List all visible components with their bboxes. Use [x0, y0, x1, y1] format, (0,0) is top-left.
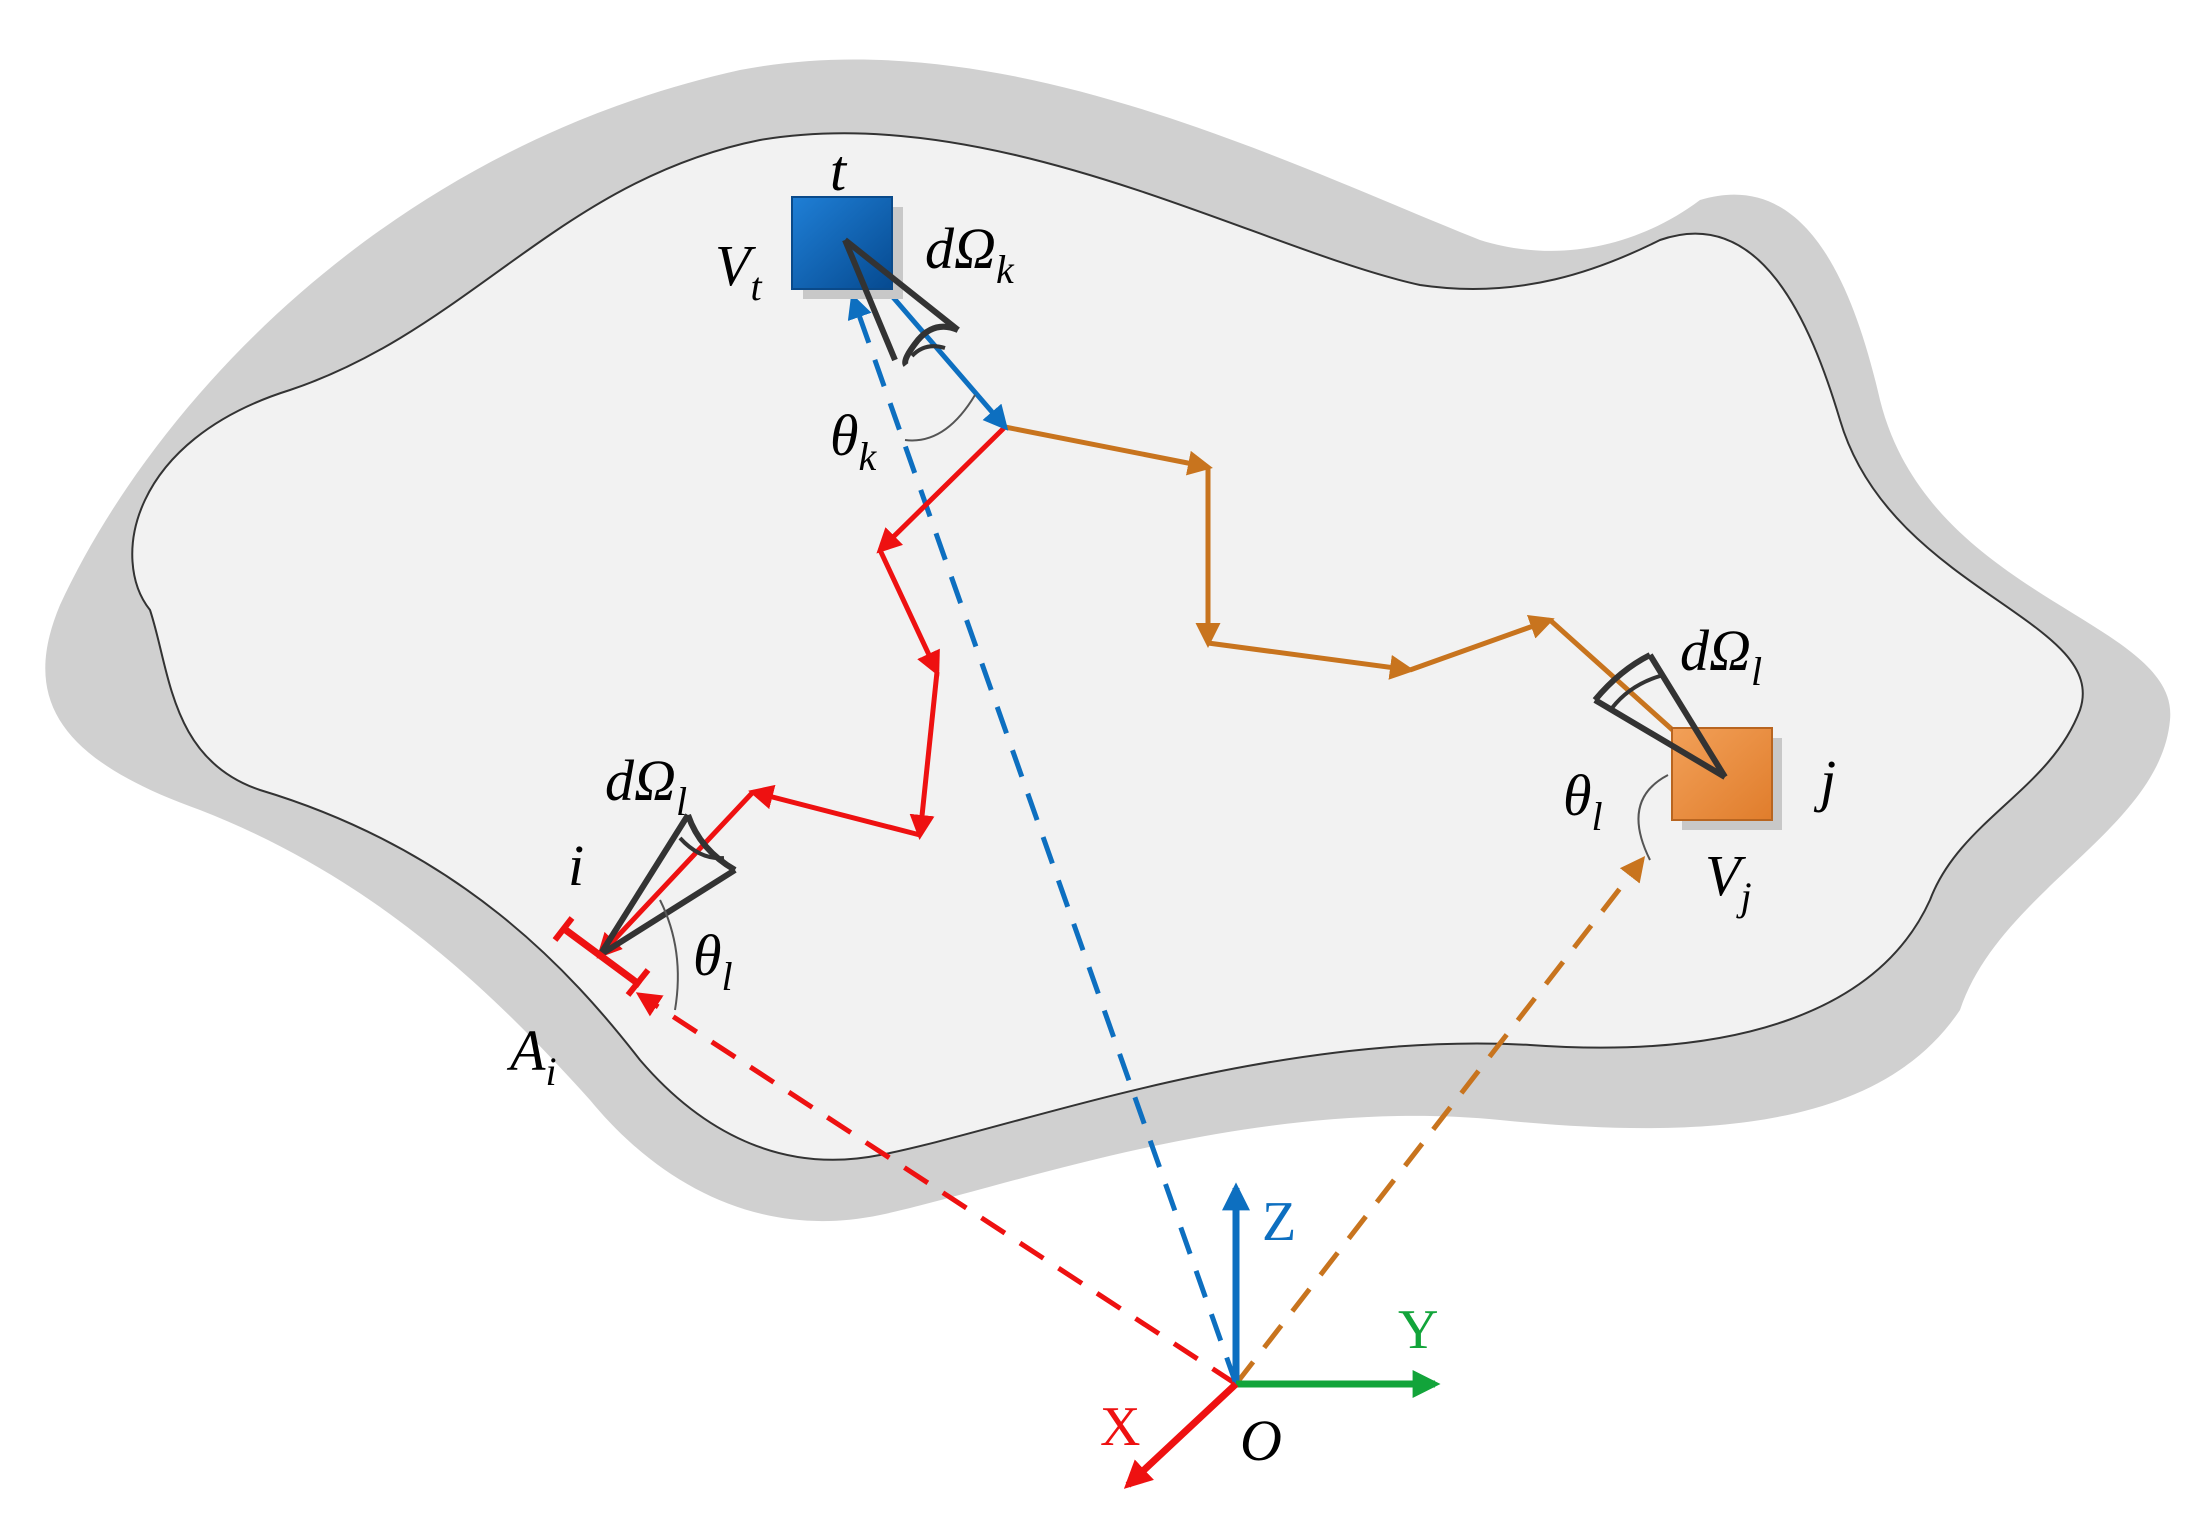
label-Vj: Vj — [1705, 843, 1752, 919]
theta-l-right-arc — [1637, 774, 1669, 861]
surface-element-Ai — [552, 916, 651, 997]
label-i: i — [568, 833, 584, 898]
orange-photon-path — [1004, 424, 1729, 781]
label-dOmega-k: dΩk — [925, 216, 1015, 292]
label-dOmega-l-right: dΩl — [1680, 618, 1762, 694]
solid-angle-cone-l-right — [1592, 652, 1728, 780]
position-vector-to-j — [1234, 856, 1646, 1386]
label-axis-x: X — [1100, 1396, 1140, 1458]
position-vector-to-t — [847, 293, 1239, 1385]
solid-angle-cone-l-left — [597, 813, 737, 958]
domain-interior — [131, 132, 2084, 1161]
label-theta-l-right: θl — [1563, 763, 1603, 839]
axis-x-arrow — [1123, 1381, 1239, 1489]
label-Ai: Ai — [506, 1018, 557, 1094]
label-axis-y: Y — [1398, 1299, 1438, 1361]
volume-t-square — [791, 196, 893, 290]
theta-l-left-arc — [659, 899, 679, 1011]
red-photon-path — [596, 425, 1007, 959]
position-vector-to-i — [635, 992, 1238, 1387]
theta-k-arc — [904, 394, 976, 442]
label-theta-k: θk — [830, 403, 878, 479]
label-axis-z: Z — [1262, 1191, 1296, 1253]
label-origin: O — [1240, 1408, 1282, 1473]
label-Vt: Vt — [715, 233, 762, 309]
label-dOmega-l-left: dΩl — [605, 748, 687, 824]
solid-angle-cone-k — [842, 237, 960, 367]
label-t: t — [830, 138, 848, 203]
label-theta-l-left: θl — [693, 923, 733, 999]
